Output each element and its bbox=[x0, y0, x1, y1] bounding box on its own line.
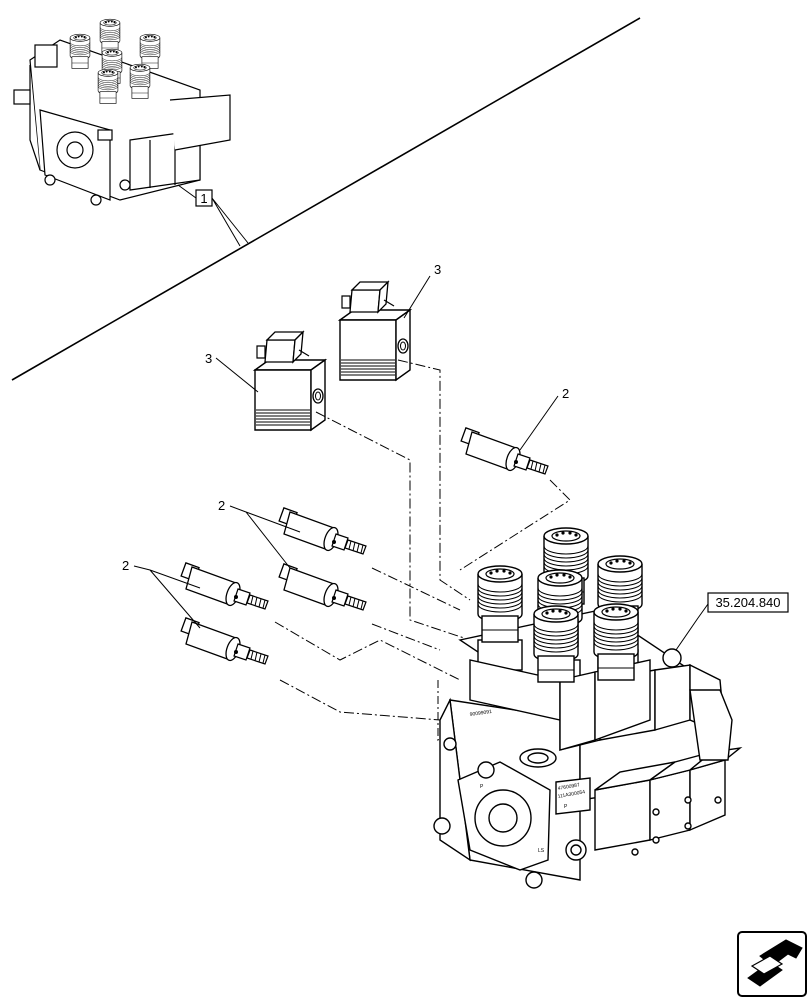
callout-2-lower-text: 2 bbox=[122, 558, 129, 573]
cartridge-pair-upper-a bbox=[278, 507, 367, 555]
callout-3-lower-text: 3 bbox=[205, 351, 212, 366]
cross-reference-text[interactable]: 35.204.840 bbox=[715, 595, 780, 610]
next-page-arrow-icon[interactable] bbox=[737, 931, 807, 997]
assembly-paths bbox=[274, 359, 571, 721]
cartridge-pair-upper-b bbox=[278, 563, 367, 611]
coupler-5 bbox=[533, 605, 579, 683]
inset-separator-line bbox=[11, 17, 641, 381]
port-label-p-side: P bbox=[564, 804, 568, 810]
cross-reference-leader bbox=[675, 603, 709, 651]
cartridge-single bbox=[460, 427, 549, 475]
callout-2-upper-leader bbox=[229, 505, 301, 569]
callout-2-upper-text: 2 bbox=[218, 498, 225, 513]
valve-block bbox=[433, 609, 743, 889]
callout-2-single-leader bbox=[519, 395, 559, 451]
solenoid-coil-upper bbox=[339, 281, 411, 381]
cross-reference-box bbox=[707, 592, 789, 613]
callout-3-upper-leader bbox=[403, 275, 431, 319]
cartridge-pair-lower-b bbox=[180, 617, 269, 665]
cross-reference[interactable]: 35.204.840 bbox=[675, 592, 789, 651]
block-code-2: 111A300054 bbox=[557, 789, 585, 800]
block-code-top: 90099091 bbox=[469, 709, 492, 718]
coupler-1 bbox=[477, 565, 523, 643]
callout-3-lower-leader bbox=[215, 357, 259, 393]
coupler-6 bbox=[593, 603, 639, 681]
callout-2-single-text: 2 bbox=[562, 386, 569, 401]
callout-2-lower-leader bbox=[133, 565, 201, 629]
solenoid-coil-lower bbox=[254, 331, 326, 431]
callout-3-upper-text: 3 bbox=[434, 262, 441, 277]
callout-1-text: 1 bbox=[200, 191, 207, 206]
port-label-p: P bbox=[480, 784, 484, 790]
assembled-valve-thumbnail bbox=[13, 18, 231, 206]
callout-1: 1 bbox=[177, 184, 249, 247]
port-label-ls: LS bbox=[538, 848, 545, 854]
block-code-1: 47600987 bbox=[557, 782, 580, 792]
